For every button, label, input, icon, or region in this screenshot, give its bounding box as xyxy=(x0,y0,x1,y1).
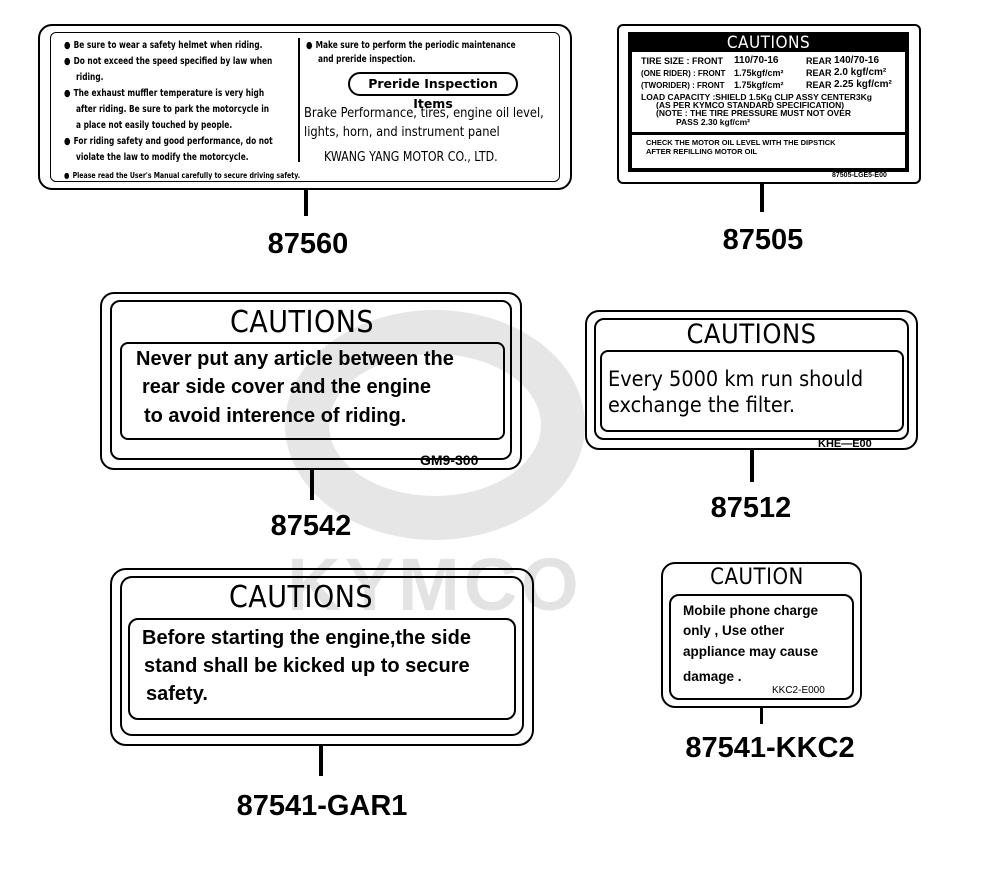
load-capacity: LOAD CAPACITY :SHIELD 1.5Kg CLIP ASSY CE… xyxy=(641,92,872,102)
part-number: 87512 xyxy=(710,492,792,524)
preride-inspection-pill: Preride Inspection Items xyxy=(348,72,518,111)
rule-modify-cont: violate the law to modify the motorcycle… xyxy=(76,152,249,163)
caution-line2: rear side cover and the engine xyxy=(142,376,431,398)
filter-note-line2: exchange the filter. xyxy=(608,393,796,417)
tire-size-label: TIRE SIZE : FRONT xyxy=(641,56,723,66)
label-outer-border xyxy=(617,24,921,184)
label-code: KHE—E00 xyxy=(818,438,872,450)
callout-stem xyxy=(304,190,308,216)
label-title: CAUTIONS xyxy=(229,305,375,340)
pressure-note-cont: PASS 2.30 kgf/cm² xyxy=(676,117,751,127)
rule-helmet: Be sure to wear a safety helmet when rid… xyxy=(64,38,263,54)
company-name: KWANG YANG MOTOR CO., LTD. xyxy=(324,150,498,165)
label-code: GM9-300 xyxy=(420,452,479,468)
label-title: CAUTIONS xyxy=(228,580,374,615)
part-number: 87541-KKC2 xyxy=(685,732,855,764)
callout-stem xyxy=(310,470,314,500)
caution-line3: to avoid interence of riding. xyxy=(144,405,407,427)
rule-modify: For riding safety and good performance, … xyxy=(64,134,273,150)
label-mid-border xyxy=(110,300,512,460)
load-spec-note: (AS PER KYMCO STANDARD SPECIFICATION) xyxy=(656,100,845,110)
oil-check-line2: AFTER REFILLING MOTOR OIL xyxy=(646,147,758,156)
label-code: 87505-LGE5-E00 xyxy=(832,172,887,179)
rule-muffler-cont1: after riding. Be sure to park the motorc… xyxy=(76,104,270,115)
callout-stem xyxy=(760,708,763,724)
one-rider-rear: 2.0 kgf/cm² xyxy=(834,67,887,78)
label-text-frame xyxy=(128,618,516,720)
tire-size-rear: 140/70-16 xyxy=(834,55,880,66)
tire-spec-panel xyxy=(632,52,905,132)
callout-stem xyxy=(319,746,323,776)
two-rider-rear-label: REAR xyxy=(806,80,832,90)
rule-footer: Please read the User's Manual carefully … xyxy=(64,168,301,184)
two-rider-rear: 2.25 kgf/cm² xyxy=(834,79,892,90)
label-inner-border xyxy=(50,32,560,182)
part-number: 87542 xyxy=(270,510,352,542)
label-outer-border xyxy=(38,24,572,190)
label-outer-border xyxy=(585,310,918,450)
label-outer-border xyxy=(100,292,522,470)
maintenance-note-cont: and preride inspection. xyxy=(318,54,416,65)
phone-note-line4: damage . xyxy=(683,669,742,684)
callout-stem xyxy=(750,450,754,482)
phone-note-line2: only , Use other xyxy=(683,623,785,638)
tire-size-front: 110/70-16 xyxy=(734,55,779,66)
label-outer-border xyxy=(661,562,862,708)
label-title: CAUTIONS xyxy=(686,319,817,350)
phone-note-line1: Mobile phone charge xyxy=(683,603,819,618)
phone-note-line3: appliance may cause xyxy=(683,644,819,659)
inspection-items-line2: lights, horn, and instrument panel xyxy=(304,124,500,140)
rule-speed-cont: riding. xyxy=(76,72,104,83)
label-text-frame xyxy=(600,350,904,432)
pressure-note: (NOTE : THE TIRE PRESSURE MUST NOT OVER xyxy=(656,108,852,118)
one-rider-rear-label: REAR xyxy=(806,68,832,78)
part-number: 87505 xyxy=(722,224,804,256)
inspection-items-line1: Brake Performance, tires, engine oil lev… xyxy=(304,105,544,121)
part-number: 87560 xyxy=(267,228,349,260)
label-title: CAUTION xyxy=(710,565,804,590)
stand-note-line1: Before starting the engine,the side xyxy=(142,627,471,649)
maintenance-note: Make sure to perform the periodic mainte… xyxy=(306,38,516,54)
rule-speed: Do not exceed the speed specified by law… xyxy=(64,54,273,70)
two-rider-front: 1.75kgf/cm² xyxy=(734,80,784,90)
label-outer-border xyxy=(110,568,534,746)
label-mid-border xyxy=(120,576,524,736)
label-text-frame xyxy=(120,342,505,440)
tire-size-rear-label: REAR xyxy=(806,56,832,66)
label-code: KKC2-E000 xyxy=(772,685,825,696)
rule-muffler: The exhaust muffler temperature is very … xyxy=(64,86,265,102)
label-divider xyxy=(298,38,300,162)
rule-muffler-cont2: a place not easily touched by people. xyxy=(76,120,233,131)
label-title: CAUTIONS xyxy=(726,33,811,53)
callout-stem xyxy=(760,184,764,212)
label-mid-border xyxy=(594,318,909,440)
two-rider-label: (TWORIDER) : FRONT xyxy=(641,81,725,90)
stand-note-line3: safety. xyxy=(146,683,208,705)
oil-note-panel xyxy=(632,135,905,168)
one-rider-label: (ONE RIDER) : FRONT xyxy=(641,69,726,78)
label-text-frame xyxy=(669,594,854,700)
filter-note-line1: Every 5000 km run should xyxy=(608,367,864,391)
caution-line1: Never put any article between the xyxy=(136,348,454,370)
oil-check-line1: CHECK THE MOTOR OIL LEVEL WITH THE DIPST… xyxy=(646,138,836,147)
stand-note-line2: stand shall be kicked up to secure xyxy=(144,655,470,677)
one-rider-front: 1.75kgf/cm² xyxy=(734,68,784,78)
part-number: 87541-GAR1 xyxy=(236,790,408,822)
